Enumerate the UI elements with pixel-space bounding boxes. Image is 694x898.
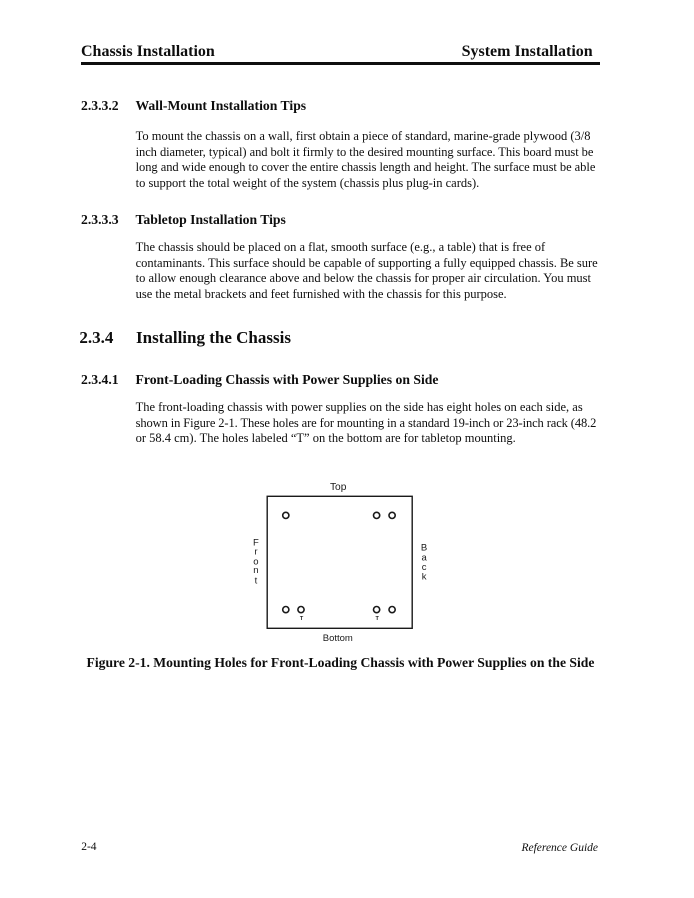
svg-text:a: a (421, 553, 427, 564)
svg-text:T: T (376, 616, 380, 622)
svg-text:t: t (255, 576, 258, 587)
svg-text:r: r (254, 547, 257, 558)
svg-text:Bottom: Bottom (323, 633, 353, 644)
svg-text:Top: Top (330, 482, 347, 493)
svg-text:F: F (253, 538, 259, 549)
svg-text:n: n (253, 565, 258, 576)
svg-text:T: T (300, 616, 304, 622)
svg-text:k: k (422, 571, 427, 582)
svg-text:o: o (253, 557, 258, 568)
svg-text:B: B (421, 543, 427, 554)
svg-text:c: c (422, 562, 427, 573)
